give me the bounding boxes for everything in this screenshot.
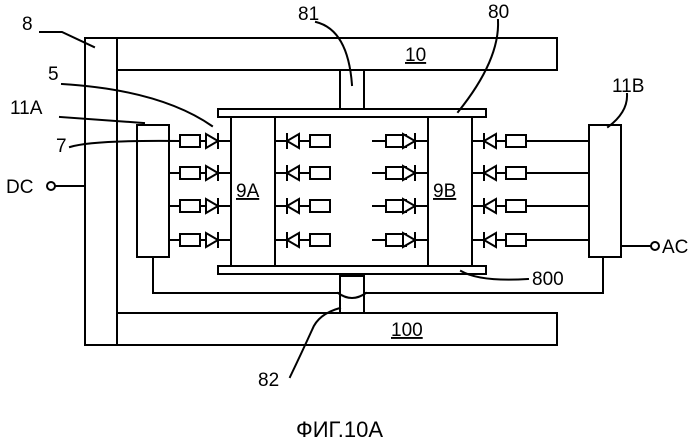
- diode-mid-left: [287, 166, 299, 180]
- diode-mid-right: [403, 166, 415, 180]
- dc-bus-bar: [85, 38, 117, 345]
- resistor-left: [180, 234, 200, 246]
- leader-11b: [608, 94, 627, 127]
- label-80: 80: [488, 2, 509, 23]
- resistor-left: [180, 167, 200, 179]
- diode-mid-left: [287, 233, 299, 247]
- resistor-left: [180, 135, 200, 147]
- label-ac: AC: [662, 237, 688, 258]
- label-800: 800: [532, 269, 564, 290]
- label-9b: 9B: [433, 181, 456, 202]
- dc-terminal: [47, 182, 55, 190]
- resistor-left: [180, 200, 200, 212]
- label-10: 10: [405, 45, 426, 66]
- diode-mid-right: [403, 199, 415, 213]
- top-bar-10: [117, 38, 557, 70]
- label-dc: DC: [6, 177, 33, 198]
- resistor-mid-left: [310, 167, 330, 179]
- resistor-mid-left: [310, 234, 330, 246]
- label-8: 8: [22, 14, 33, 35]
- diode-left: [206, 134, 218, 148]
- block-11b: [589, 125, 621, 257]
- figure-caption: ФИГ.10А: [296, 417, 383, 442]
- resistor-mid-left: [310, 200, 330, 212]
- plate-800: [218, 266, 486, 274]
- block-11a: [137, 125, 169, 257]
- diode-left: [206, 166, 218, 180]
- plate-80: [218, 109, 486, 117]
- label-81: 81: [298, 4, 319, 25]
- label-11b: 11B: [612, 76, 644, 97]
- label-7: 7: [56, 136, 67, 157]
- diode-mid-left: [287, 199, 299, 213]
- diode-mid-left: [287, 134, 299, 148]
- diode-right: [484, 134, 496, 148]
- diode-right: [484, 166, 496, 180]
- resistor-mid-left: [310, 135, 330, 147]
- resistor-right: [506, 167, 526, 179]
- label-5: 5: [48, 64, 59, 85]
- diode-mid-right: [403, 134, 415, 148]
- diode-left: [206, 199, 218, 213]
- diode-right: [484, 199, 496, 213]
- label-100: 100: [391, 320, 423, 341]
- label-11a: 11A: [10, 98, 43, 119]
- post-82: [340, 276, 364, 313]
- resistor-right: [506, 200, 526, 212]
- bottom-bar-100: [117, 313, 557, 345]
- resistor-right: [506, 234, 526, 246]
- diode-mid-right: [403, 233, 415, 247]
- label-82: 82: [258, 370, 279, 391]
- resistor-right: [506, 135, 526, 147]
- label-9a: 9A: [236, 181, 260, 202]
- diode-right: [484, 233, 496, 247]
- ac-terminal: [651, 242, 659, 250]
- diode-left: [206, 233, 218, 247]
